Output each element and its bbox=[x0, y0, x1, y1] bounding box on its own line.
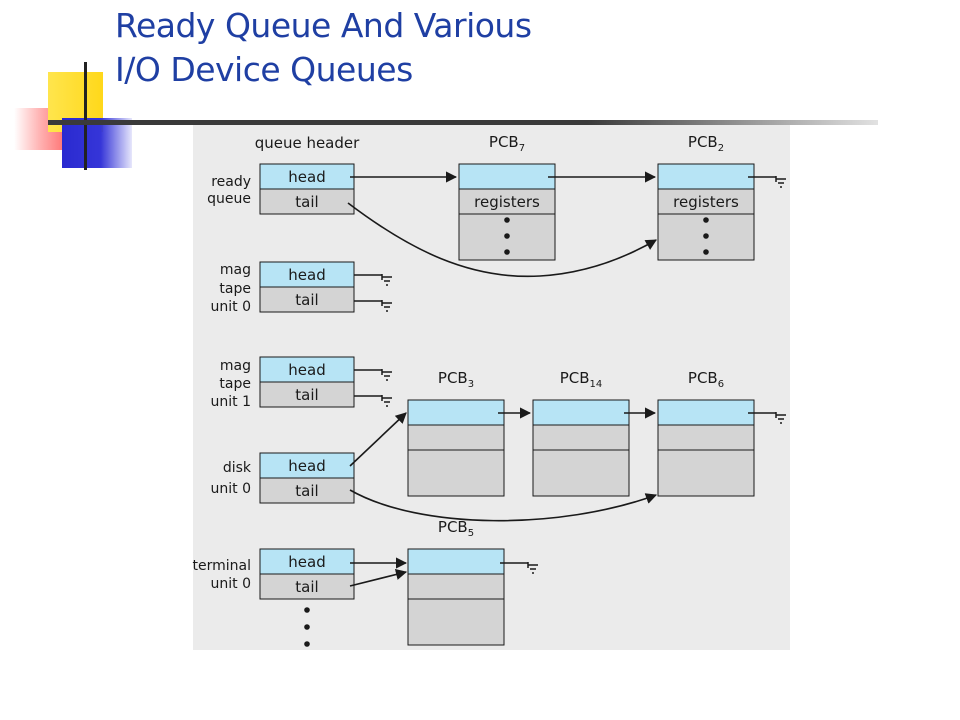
queue-name-label: tape bbox=[219, 281, 251, 297]
pcb-registers-label: registers bbox=[673, 193, 739, 211]
slide-title: Ready Queue And Various I/O Device Queue… bbox=[115, 4, 815, 92]
pcb-label: PCB6 bbox=[688, 369, 724, 390]
queue-head-label: head bbox=[288, 361, 325, 379]
mag0-tail-null-link-ground-icon bbox=[381, 300, 392, 312]
queue-name-label: mag bbox=[220, 262, 251, 278]
queue-head-cell bbox=[259, 356, 355, 383]
mag1-head-null-link-ground-icon bbox=[381, 369, 392, 381]
pcb-label-subscript: 3 bbox=[468, 379, 474, 390]
pcb-label: PCB7 bbox=[489, 133, 525, 154]
queue-tail-cell bbox=[259, 573, 355, 600]
queue-name-label: unit 0 bbox=[211, 481, 251, 497]
queue-tail-cell bbox=[259, 188, 355, 215]
queue-name-label: mag bbox=[220, 358, 251, 374]
decorative-blue-block bbox=[62, 118, 132, 168]
queue-head-label: head bbox=[288, 266, 325, 284]
title-underline-rule bbox=[48, 120, 878, 125]
pcb-link-cell bbox=[657, 399, 755, 426]
more-queues-ellipsis-dot bbox=[304, 607, 310, 613]
pcb5-null-link-ground-icon bbox=[527, 562, 538, 574]
pcb-link-cell bbox=[532, 399, 630, 426]
pcb-label-text: PCB bbox=[438, 369, 468, 387]
slide-title-line-1: Ready Queue And Various bbox=[115, 6, 532, 45]
pcb-label-text: PCB bbox=[560, 369, 590, 387]
ready-tail-to-pcb2-arrow bbox=[347, 202, 657, 278]
more-queues-ellipsis-dot bbox=[304, 641, 310, 647]
pcb-label-text: PCB bbox=[438, 518, 468, 536]
pcb-label: PCB3 bbox=[438, 369, 474, 390]
pcb6-null-link-ground-icon bbox=[775, 412, 786, 424]
pcb-label-text: PCB bbox=[688, 369, 718, 387]
pcb-label-subscript: 7 bbox=[519, 143, 525, 154]
pcb-label: PCB2 bbox=[688, 133, 724, 154]
pcb-link-cell bbox=[458, 163, 556, 190]
queue-name-label: unit 0 bbox=[211, 576, 251, 592]
queue-head-cell bbox=[259, 261, 355, 288]
queue-name-label: queue bbox=[207, 191, 251, 207]
disk-tail-to-pcb6-arrow bbox=[349, 489, 658, 522]
pcb-label-text: PCB bbox=[489, 133, 519, 151]
pcb-label-subscript: 5 bbox=[468, 528, 474, 539]
pcb-ellipsis-dot bbox=[504, 249, 510, 255]
pcb-label-subscript: 6 bbox=[718, 379, 724, 390]
queue-name-label: unit 0 bbox=[211, 299, 251, 315]
pcb-ellipsis-dot bbox=[703, 249, 709, 255]
queue-tail-label: tail bbox=[295, 193, 318, 211]
queue-head-label: head bbox=[288, 457, 325, 475]
queue-tail-cell bbox=[259, 381, 355, 408]
queue-head-cell bbox=[259, 452, 355, 479]
pcb-label-text: PCB bbox=[688, 133, 718, 151]
queue-tail-label: tail bbox=[295, 482, 318, 500]
pcb-label-subscript: 2 bbox=[718, 143, 724, 154]
pcb-link-cell bbox=[407, 548, 505, 575]
disk-head-to-pcb3-arrow bbox=[349, 412, 407, 467]
mag1-tail-null-link-ground-icon bbox=[381, 395, 392, 407]
pcb-link-cell bbox=[407, 399, 505, 426]
queue-name-label: tape bbox=[219, 376, 251, 392]
pcb-link-cell bbox=[657, 163, 755, 190]
pcb-ellipsis-dot bbox=[504, 217, 510, 223]
queue-name-label: disk bbox=[223, 460, 252, 476]
pcb2-null-link-ground-icon bbox=[775, 176, 786, 188]
queue-tail-label: tail bbox=[295, 291, 318, 309]
terminal-tail-to-pcb5-arrow bbox=[349, 569, 408, 587]
queue-name-label: ready bbox=[211, 174, 251, 190]
slide-title-line-2: I/O Device Queues bbox=[115, 50, 413, 89]
queue-tail-cell bbox=[259, 477, 355, 504]
queue-head-label: head bbox=[288, 168, 325, 186]
pcb-ellipsis-dot bbox=[703, 233, 709, 239]
pcb-label-subscript: 14 bbox=[590, 379, 603, 390]
pcb-registers-label: registers bbox=[474, 193, 540, 211]
pcb-ellipsis-dot bbox=[703, 217, 709, 223]
more-queues-ellipsis-dot bbox=[304, 624, 310, 630]
pcb-ellipsis-dot bbox=[504, 233, 510, 239]
pcb-label: PCB14 bbox=[560, 369, 603, 390]
pcb-label: PCB5 bbox=[438, 518, 474, 539]
mag0-head-null-link-ground-icon bbox=[381, 274, 392, 286]
decorative-vertical-line bbox=[84, 62, 87, 170]
queue-tail-cell bbox=[259, 286, 355, 313]
queue-tail-label: tail bbox=[295, 578, 318, 596]
queue-header-label: queue header bbox=[255, 134, 360, 152]
queue-head-label: head bbox=[288, 553, 325, 571]
queue-tail-label: tail bbox=[295, 386, 318, 404]
queue-name-label: terminal bbox=[193, 558, 251, 574]
queue-name-label: unit 1 bbox=[211, 394, 251, 410]
